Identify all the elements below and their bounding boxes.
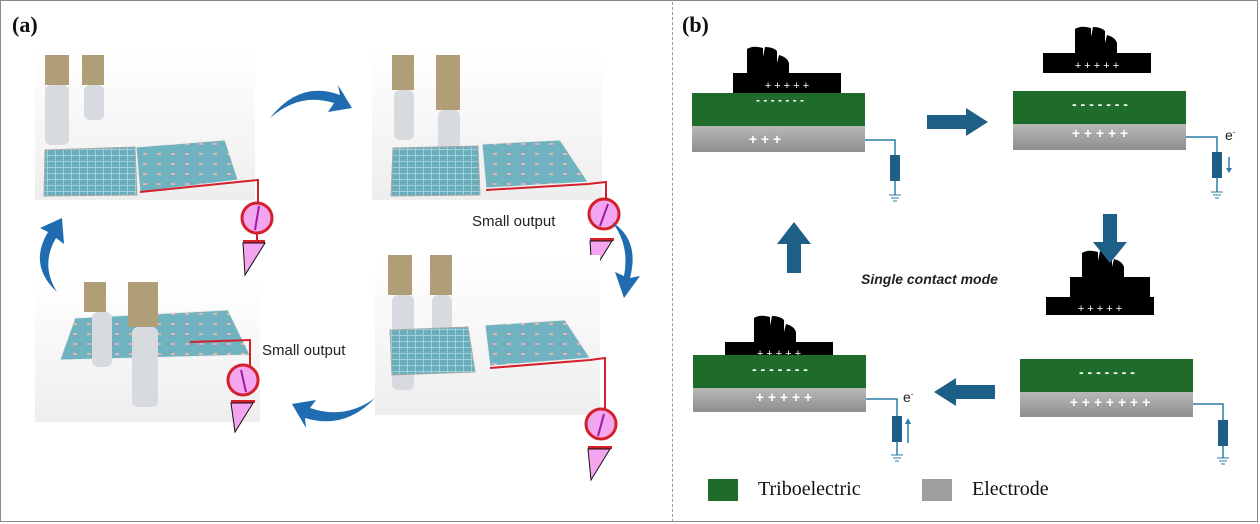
- arrow-down-icon: [1093, 214, 1127, 263]
- electron-label-release: e-: [1225, 127, 1236, 143]
- svg-text:+ + + + +: + + + + +: [1075, 60, 1119, 72]
- svg-text:+ + + + +: + + + + +: [1078, 303, 1122, 315]
- stage-release: + + + + + - - - - - - - + + + + +: [1013, 26, 1232, 199]
- small-output-caption-2: Small output: [262, 342, 346, 359]
- svg-text:- - - - - - -: - - - - - - -: [1072, 96, 1128, 112]
- electrode-charges: + + +: [749, 131, 781, 147]
- legend-label: Triboelectric: [758, 478, 861, 500]
- arrow-left-icon: [934, 378, 995, 406]
- ground-icon: [1217, 457, 1229, 465]
- meter-gauge-icon: [584, 407, 618, 482]
- scene-stepping-2: [375, 255, 606, 415]
- legend-swatch-electrode: [922, 478, 952, 501]
- svg-text:+ + + + + + +: + + + + + + +: [1070, 394, 1151, 410]
- panel-divider: [672, 2, 673, 522]
- small-output-caption-1: Small output: [472, 213, 556, 230]
- foot-charges: + + + + +: [765, 80, 809, 92]
- mode-label: Single contact mode: [861, 271, 998, 287]
- electron-label-approach: e-: [903, 389, 914, 405]
- triboelectric-layer: [692, 93, 865, 126]
- electrode-layer: [692, 126, 865, 152]
- curved-arrow-icon: [270, 85, 352, 118]
- scene-standing: [35, 50, 259, 205]
- curved-arrow-icon: [292, 398, 375, 428]
- svg-text:+ + + + +: + + + + +: [756, 389, 812, 405]
- current-down-arrow-icon: [1226, 157, 1232, 173]
- legend-item-electrode: Electrode: [922, 478, 1049, 501]
- panel-b-label: (b): [682, 12, 709, 37]
- stage-separated: + + + + + - - - - - - - + + + + + + +: [1020, 250, 1229, 465]
- curved-arrow-icon: [39, 218, 64, 292]
- legend-item-triboelectric: Triboelectric: [708, 478, 861, 501]
- ground-icon: [889, 194, 901, 202]
- arrow-right-icon: [927, 108, 988, 136]
- current-up-arrow-icon: [905, 418, 911, 443]
- meter-gauge-icon: [240, 201, 274, 277]
- curved-arrow-icon: [612, 222, 640, 298]
- meter-gauge-icon: [226, 363, 260, 434]
- svg-text:- - - - - - -: - - - - - - -: [1079, 364, 1135, 380]
- ground-icon: [1211, 191, 1223, 199]
- svg-text:+ + + + +: + + + + +: [1072, 125, 1128, 141]
- panel-a-label: (a): [12, 12, 38, 37]
- stage-contact: + + + + + - - - - - - - + + +: [692, 46, 901, 202]
- scene-stepping: [372, 50, 607, 200]
- scene-walking: [35, 282, 260, 422]
- stage-approach: + + + + + - - - - - - - + + + + +: [693, 315, 911, 462]
- ground-icon: [891, 454, 903, 462]
- legend-label: Electrode: [972, 478, 1049, 500]
- panel-a-illustration: [35, 50, 640, 482]
- svg-text:- - - - - - -: - - - - - - -: [752, 361, 808, 377]
- tribo-charges: - - - - - - -: [756, 93, 804, 107]
- legend-swatch-triboelectric: [708, 478, 738, 501]
- arrow-up-icon: [777, 222, 811, 273]
